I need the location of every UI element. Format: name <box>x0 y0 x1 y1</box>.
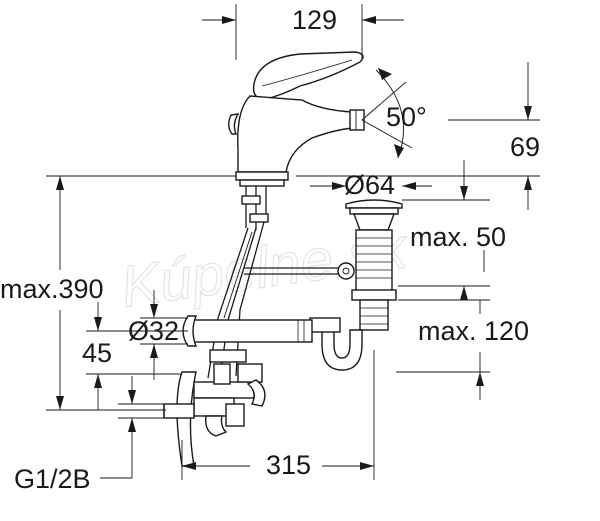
faucet-body <box>228 51 365 187</box>
dim-width-top: 129 <box>292 5 337 35</box>
dim-diameter-hole: Ø64 <box>344 170 395 200</box>
dim-thread: G1/2B <box>14 464 91 494</box>
dim-max-390: max.390 <box>0 274 104 304</box>
shanks-and-pullrod <box>207 186 355 379</box>
trap-assembly <box>182 315 363 371</box>
dim-max-120: max. 120 <box>418 316 529 346</box>
waste-assembly <box>345 199 403 331</box>
dim-diameter-pipe: Ø32 <box>128 316 179 346</box>
dim-width-bottom: 315 <box>266 450 311 480</box>
angle-valves <box>163 349 266 467</box>
dim-max-50: max. 50 <box>410 222 506 252</box>
dimension-lines <box>46 4 540 480</box>
dim-height-spout: 69 <box>510 132 540 162</box>
dim-height-45: 45 <box>82 338 112 368</box>
dim-angle: 50° <box>386 102 427 132</box>
